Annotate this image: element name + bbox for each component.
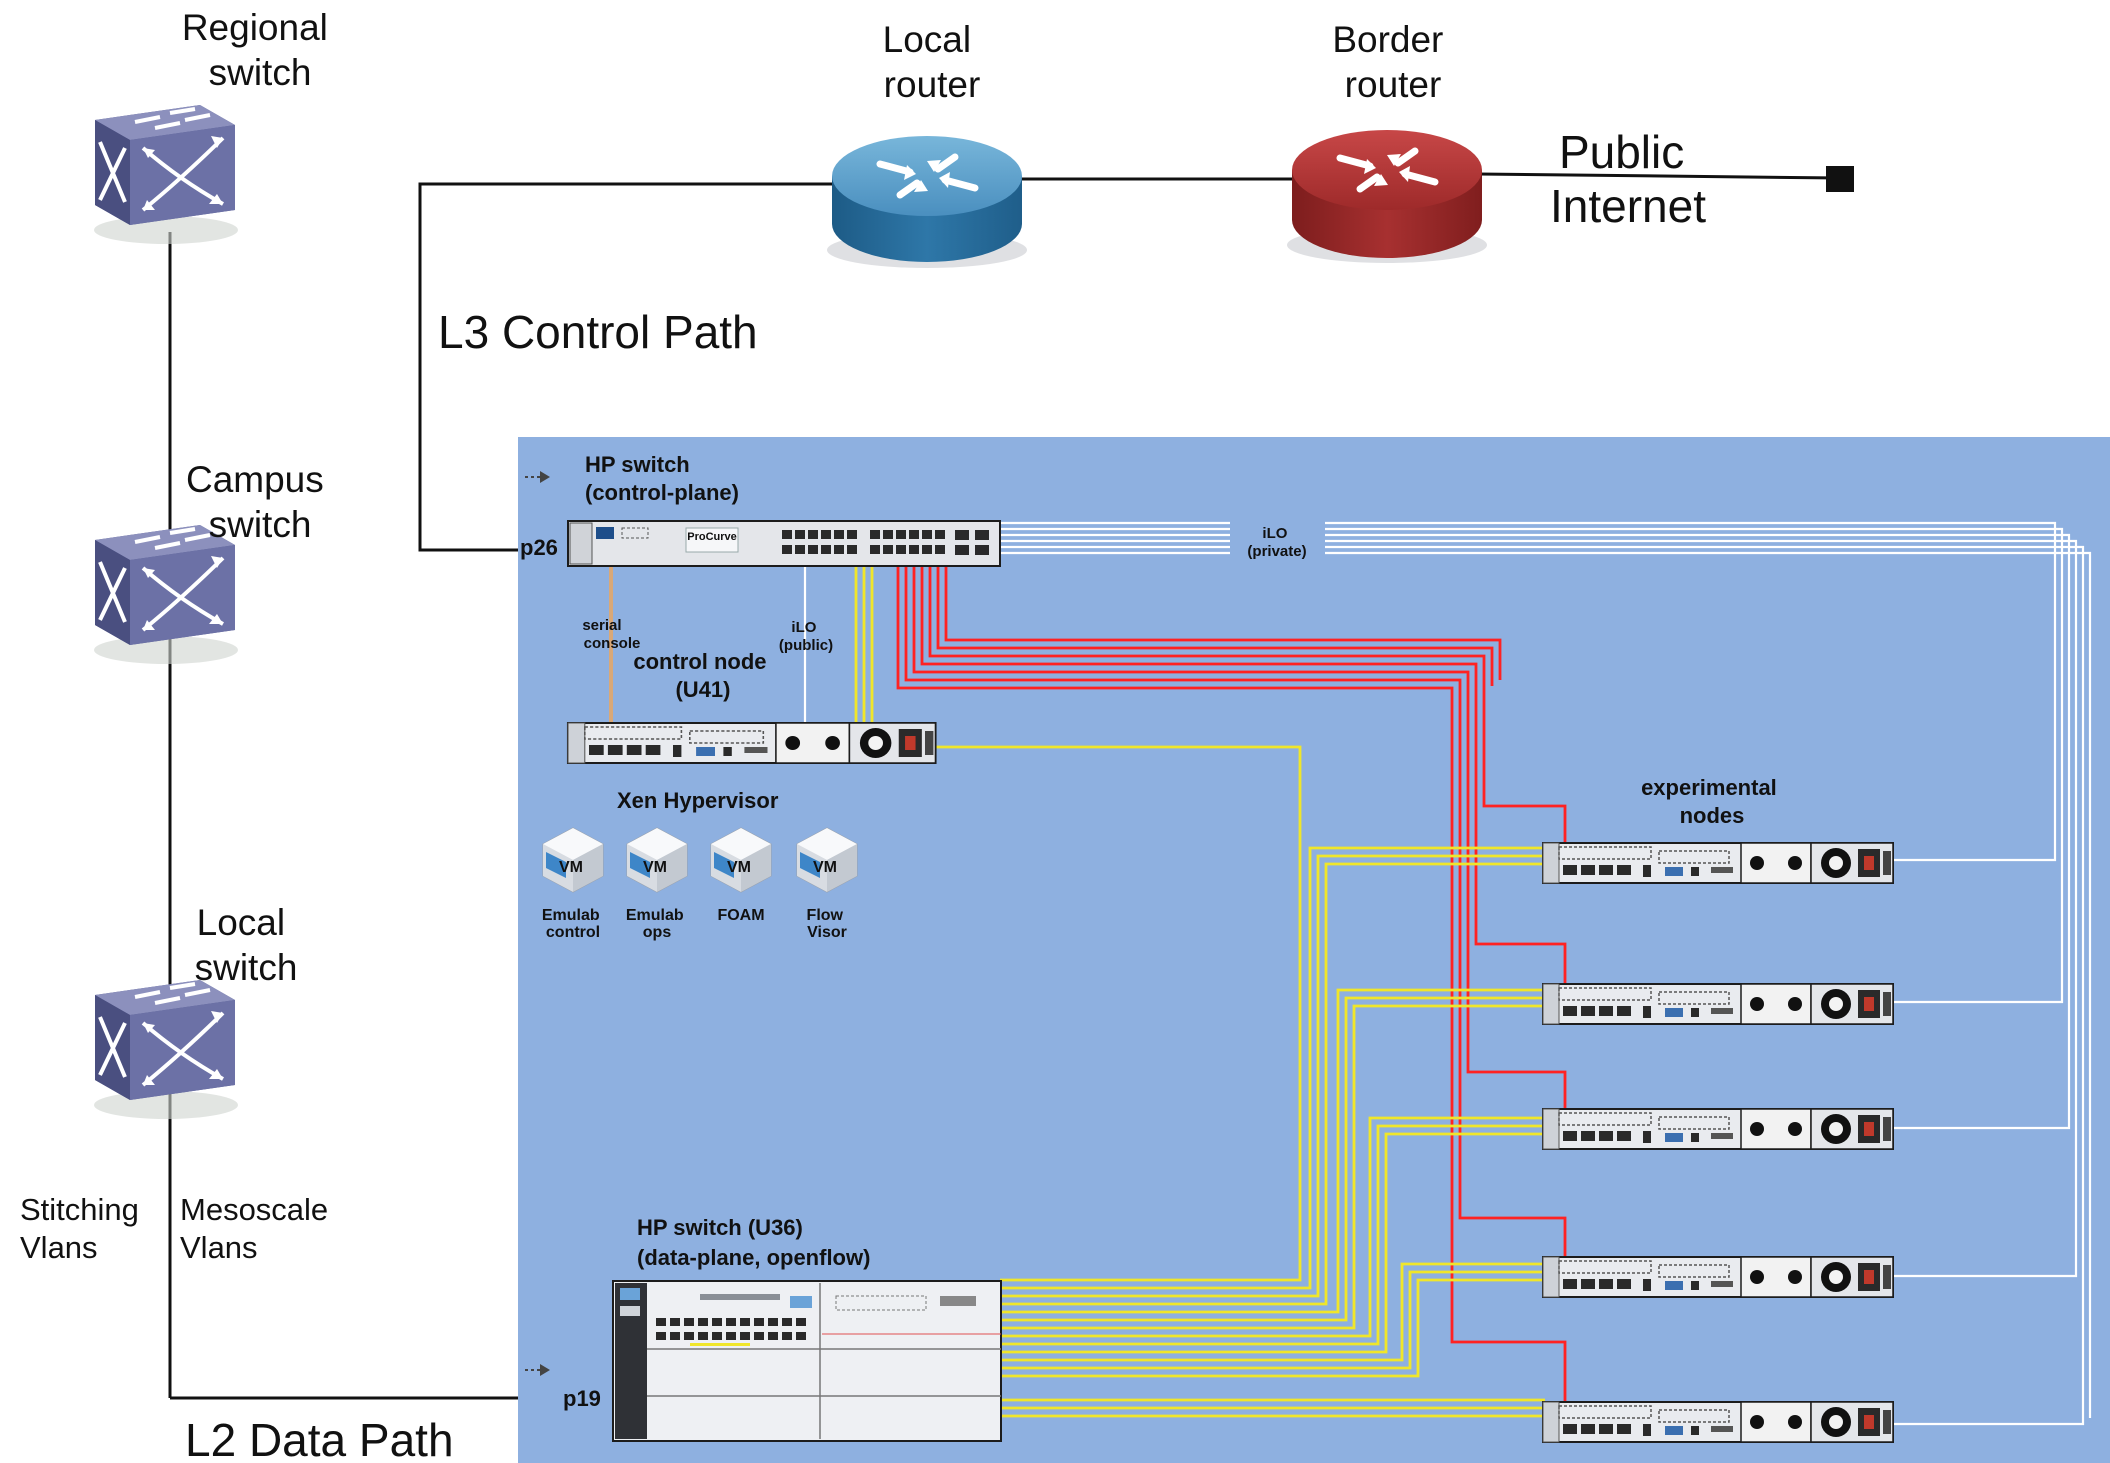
l2-data-path-label: L2 Data Path [185,1414,454,1463]
local-switch-icon [92,978,240,1121]
experimental-node [1542,842,1894,884]
hp-control-switch [567,520,1001,567]
experimental-node [1542,1401,1894,1443]
vm-flowvisor: VM Flow Visor [796,827,858,941]
hp-data-switch-label: HP switch (U36) (data-plane, openflow) [637,1215,870,1270]
experimental-nodes-label: experimental nodes [1641,775,1783,828]
backbone-links [168,172,1841,1400]
l3-control-path-label: L3 Control Path [438,306,758,358]
vm-label: Emulab ops [626,907,688,941]
vm-label: Flow Visor [807,907,848,941]
hp-data-switch [612,1280,1002,1442]
rack-arrows [525,471,550,1376]
local-router-icon [827,136,1027,268]
serial-console-label: serial console [582,617,640,652]
control-node-label: control node (U41) [633,649,772,702]
vm-badge: VM [559,859,583,876]
vm-label: Emulab control [542,907,604,941]
local-switch-label: Local switch [195,902,298,988]
vm-badge: VM [727,859,751,876]
campus-switch-icon [92,523,240,666]
vm-emulab-ops: VM Emulab ops [626,827,688,941]
local-router-label: Local router [883,19,982,105]
xen-hypervisor-label: Xen Hypervisor [617,788,779,813]
mesoscale-vlans-label: Mesoscale Vlans [180,1192,337,1265]
vm-foam: VM FOAM [710,827,772,924]
border-router-icon [1287,130,1487,263]
hp-control-switch-label: HP switch (control-plane) [585,452,739,505]
public-internet-label: Public Internet [1550,126,1706,232]
vm-badge: VM [813,859,837,876]
stitching-vlans-label: Stitching Vlans [20,1192,148,1265]
experimental-node [1542,1256,1894,1298]
port-p19-label: p19 [563,1386,601,1411]
control-links [854,566,1545,1418]
vm-emulab-control: VM Emulab control [542,827,604,941]
control-node-server [566,721,937,765]
campus-switch-label: Campus switch [186,459,334,545]
experimental-node [1542,983,1894,1025]
experimental-node [1542,1108,1894,1150]
vm-badge: VM [643,859,667,876]
border-router-label: Border router [1332,19,1453,105]
internet-endpoint [1826,166,1854,192]
vm-label: FOAM [717,907,764,924]
data-plane-links [896,566,1567,1409]
ilo-public-label: iLO (public) [779,619,833,654]
procurve-brand: ProCurve [687,531,737,543]
ilo-private-label: iLO (private) [1247,525,1306,560]
regional-switch-label: Regional switch [182,7,338,93]
regional-switch-icon [92,103,240,246]
port-p26-label: p26 [520,535,558,560]
ilo-private-links [803,521,2092,1426]
